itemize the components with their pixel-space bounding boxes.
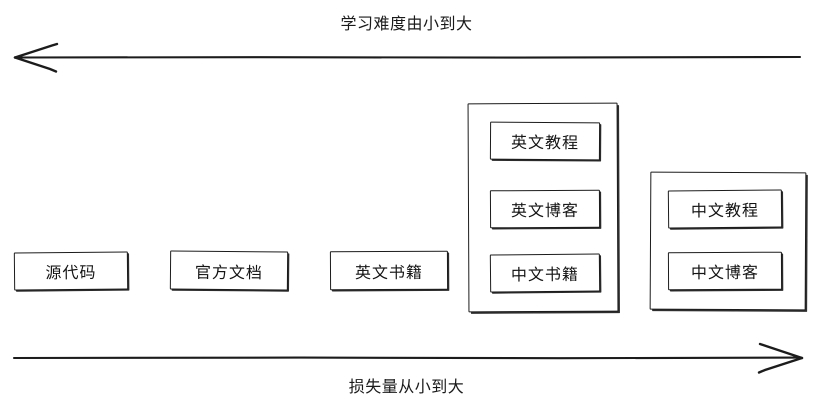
node-english-tutorial[interactable]: 英文教程: [489, 121, 601, 161]
node-chinese-blog[interactable]: 中文博客: [667, 251, 783, 291]
top-axis-arrow: [13, 42, 802, 73]
node-chinese-tutorial-label: 中文教程: [690, 200, 760, 221]
bottom-axis-arrow: [12, 342, 804, 374]
top-axis-label: 学习难度由小到大: [340, 14, 473, 33]
node-english-books[interactable]: 英文书籍: [329, 250, 449, 291]
node-english-blog-label: 英文博客: [510, 200, 580, 221]
bottom-axis-label: 损失量从小到大: [348, 377, 465, 396]
node-chinese-tutorial[interactable]: 中文教程: [667, 189, 783, 229]
node-english-blog[interactable]: 英文博客: [489, 189, 601, 229]
node-official-docs-label: 官方文档: [194, 262, 264, 282]
node-chinese-books[interactable]: 中文书籍: [489, 253, 601, 293]
node-source-code[interactable]: 源代码: [13, 251, 129, 291]
node-official-docs[interactable]: 官方文档: [169, 250, 289, 291]
node-chinese-blog-label: 中文博客: [690, 262, 760, 283]
node-chinese-books-label: 中文书籍: [510, 264, 580, 285]
node-english-tutorial-label: 英文教程: [510, 132, 580, 153]
node-english-books-label: 英文书籍: [354, 262, 424, 282]
node-source-code-label: 源代码: [45, 262, 97, 283]
